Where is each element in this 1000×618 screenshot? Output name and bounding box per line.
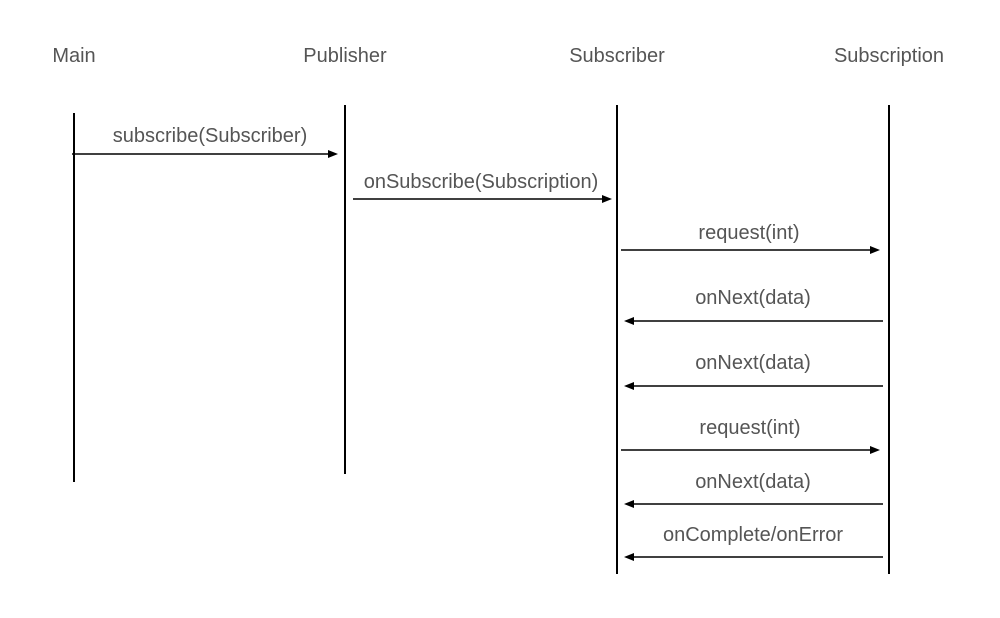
message-label: onSubscribe(Subscription) (364, 171, 599, 193)
message-label: onNext(data) (695, 471, 811, 493)
message-label: request(int) (699, 417, 800, 439)
message-on-subscribe: onSubscribe(Subscription) (353, 171, 612, 203)
message-label: request(int) (698, 222, 799, 244)
message-on-complete-on-error: onComplete/onError (624, 524, 883, 561)
arrow-head (624, 317, 634, 325)
message-on-next: onNext(data) (624, 287, 883, 325)
arrow-head (328, 150, 338, 158)
message-label: onComplete/onError (663, 524, 843, 546)
message-request: request(int) (621, 222, 880, 254)
arrow-head (870, 446, 880, 454)
arrow-head (624, 382, 634, 390)
message-request: request(int) (621, 417, 880, 454)
message-label: onNext(data) (695, 352, 811, 374)
arrow-head (624, 553, 634, 561)
arrow-head (624, 500, 634, 508)
arrow-head (870, 246, 880, 254)
message-subscribe: subscribe(Subscriber) (72, 125, 338, 158)
message-label: subscribe(Subscriber) (113, 125, 308, 147)
arrow-head (602, 195, 612, 203)
message-on-next: onNext(data) (624, 352, 883, 390)
message-on-next: onNext(data) (624, 471, 883, 508)
participant-subscription: Subscription (834, 45, 944, 67)
participant-publisher: Publisher (303, 45, 387, 67)
participant-main: Main (52, 45, 95, 67)
message-label: onNext(data) (695, 287, 811, 309)
participant-subscriber: Subscriber (569, 45, 665, 67)
